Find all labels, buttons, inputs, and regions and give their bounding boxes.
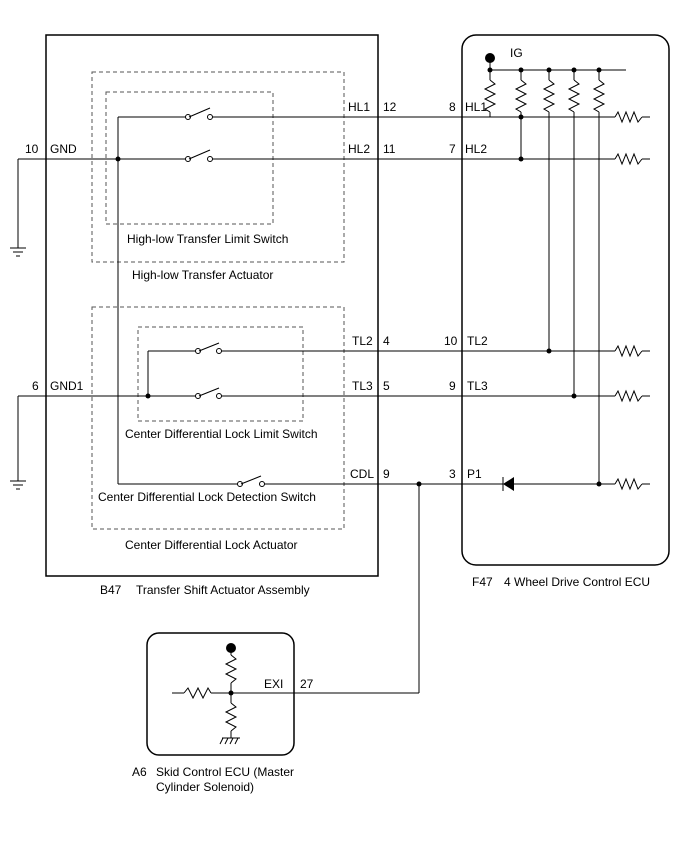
- b47-code: B47: [100, 583, 122, 597]
- tl3-right-pin: 9: [449, 379, 456, 393]
- transfer-shift-actuator-box: [45, 34, 379, 577]
- high-low-actuator-box: [91, 71, 345, 263]
- cdl-left-pin: 9: [383, 467, 390, 481]
- hl-switch-label: High-low Transfer Limit Switch: [127, 232, 288, 246]
- skid-control-ecu-box: [146, 632, 295, 756]
- hl2-left-name: HL2: [348, 142, 370, 156]
- exi-pin: 27: [300, 677, 314, 691]
- ecu-pullup-network: [483, 53, 626, 487]
- hl1-left-name: HL1: [348, 100, 370, 114]
- f47-name: 4 Wheel Drive Control ECU: [504, 575, 650, 589]
- tl2-left-name: TL2: [352, 334, 373, 348]
- cdl-detection-switch-label: Center Differential Lock Detection Switc…: [98, 490, 316, 504]
- four-wd-ecu-box: [461, 34, 670, 566]
- high-low-switches: [18, 107, 650, 484]
- pullup-resistor: [592, 79, 606, 113]
- hl1-right-name: HL1: [465, 100, 487, 114]
- tl3-left-name: TL3: [352, 379, 373, 393]
- hl1-right-pin: 8: [449, 100, 456, 114]
- ecu-input-resistors: [614, 110, 643, 491]
- p1-right-name: P1: [467, 467, 482, 481]
- a6-name-line2: Cylinder Solenoid): [156, 780, 254, 794]
- tl3-right-name: TL3: [467, 379, 488, 393]
- input-resistor: [614, 110, 643, 124]
- input-resistor: [614, 477, 643, 491]
- pullup-resistor: [483, 79, 497, 113]
- ig-label: IG: [510, 46, 523, 60]
- gnd1-pin: 6: [32, 379, 39, 393]
- hl2-left-pin: 11: [383, 142, 396, 156]
- hl1-left-pin: 12: [383, 100, 397, 114]
- skid-ecu-internal: [172, 643, 240, 745]
- ground1-icon: [10, 396, 26, 490]
- input-resistor: [614, 152, 643, 166]
- input-resistor: [614, 389, 643, 403]
- tl2-right-name: TL2: [467, 334, 488, 348]
- b47-name: Transfer Shift Actuator Assembly: [136, 583, 310, 597]
- cdl-limit-switch-box: [137, 326, 304, 422]
- ground-icon: [10, 159, 26, 257]
- pullup-resistor: [514, 79, 528, 113]
- tl2-left-pin: 4: [383, 334, 390, 348]
- cdl-actuator-label: Center Differential Lock Actuator: [125, 538, 298, 552]
- hl2-right-name: HL2: [465, 142, 487, 156]
- pullup-resistor: [542, 79, 556, 113]
- gnd1-name: GND1: [50, 379, 84, 393]
- pullup-resistor: [567, 79, 581, 113]
- f47-code: F47: [472, 575, 493, 589]
- high-low-switch-box: [105, 91, 274, 225]
- input-resistor: [614, 344, 643, 358]
- tl3-left-pin: 5: [383, 379, 390, 393]
- p1-right-pin: 3: [449, 467, 456, 481]
- cdl-left-name: CDL: [350, 467, 374, 481]
- a6-code: A6: [132, 765, 147, 779]
- cdl-limit-switches: [18, 342, 650, 399]
- hl-actuator-label: High-low Transfer Actuator: [132, 268, 273, 282]
- cdl-actuator-box: [91, 306, 345, 530]
- cdl-limit-switch-label: Center Differential Lock Limit Switch: [125, 427, 318, 441]
- hl2-right-pin: 7: [449, 142, 456, 156]
- exi-name: EXI: [264, 677, 283, 691]
- gnd-name: GND: [50, 142, 77, 156]
- gnd-pin: 10: [25, 142, 39, 156]
- a6-name-line1: Skid Control ECU (Master: [156, 765, 294, 779]
- tl2-right-pin: 10: [444, 334, 458, 348]
